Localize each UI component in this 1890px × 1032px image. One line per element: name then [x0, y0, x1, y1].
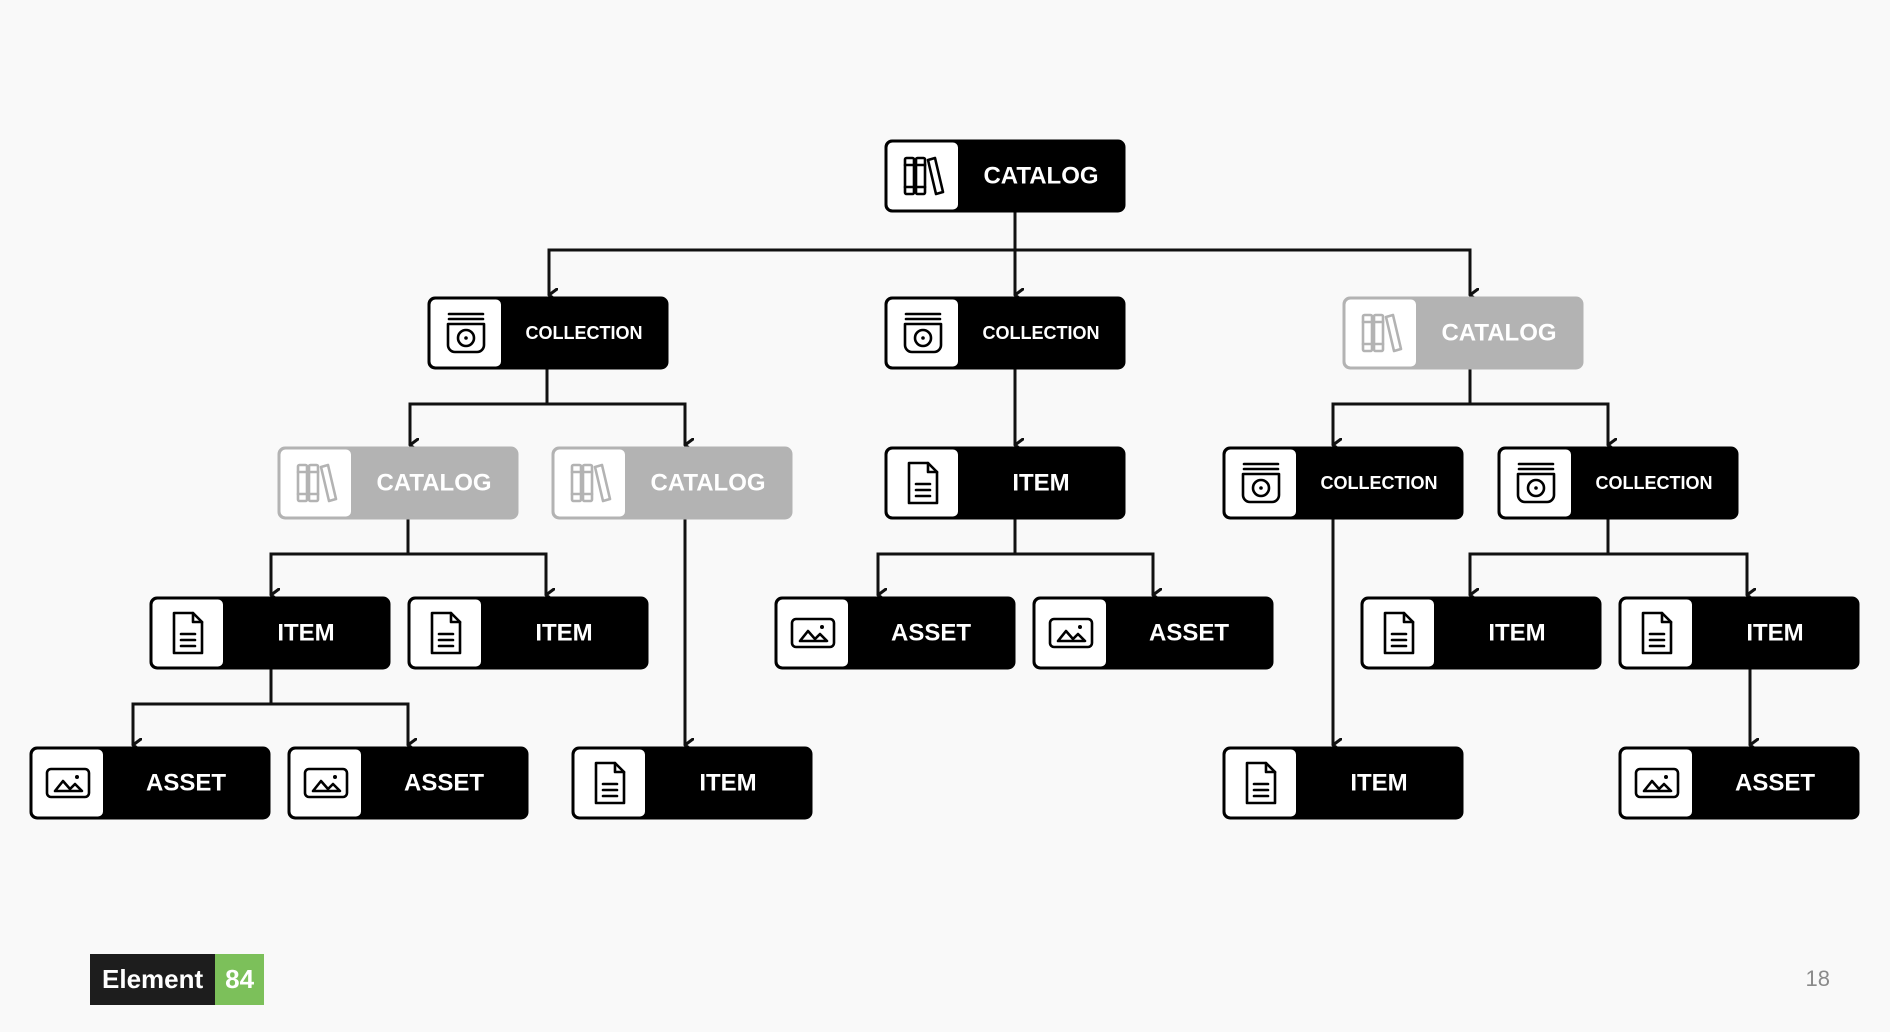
node-label: ITEM — [1746, 619, 1803, 646]
node-catalog-root: CATALOG — [884, 139, 1126, 213]
node-label: COLLECTION — [1596, 473, 1713, 493]
node-asset-asset_b2: ASSET — [1032, 596, 1274, 670]
node-asset-asset_a2: ASSET — [287, 746, 529, 820]
node-label: ASSET — [891, 619, 971, 646]
node-label: COLLECTION — [1321, 473, 1438, 493]
node-item-item_a1x: ITEM — [149, 596, 391, 670]
node-asset-asset_a1: ASSET — [29, 746, 271, 820]
image-icon — [45, 767, 91, 799]
node-label: CATALOG — [650, 469, 765, 496]
node-catalog-cat_c: CATALOG — [1342, 296, 1584, 370]
node-label: ITEM — [699, 769, 756, 796]
document-icon — [172, 611, 204, 655]
node-item-item_c2y: ITEM — [1618, 596, 1860, 670]
node-icon-box — [1345, 299, 1416, 367]
node-icon-box — [1621, 749, 1692, 817]
node-catalog-cat_a2: CATALOG — [551, 446, 793, 520]
document-icon — [1245, 761, 1277, 805]
node-item-item_a2: ITEM — [571, 746, 813, 820]
books-icon — [903, 156, 945, 196]
node-label: ITEM — [535, 619, 592, 646]
node-collection-col_b: COLLECTION — [884, 296, 1126, 370]
node-label: COLLECTION — [983, 323, 1100, 343]
node-item-item_c2x: ITEM — [1360, 596, 1602, 670]
node-label: ITEM — [1012, 469, 1069, 496]
document-icon — [430, 611, 462, 655]
node-label: ITEM — [1488, 619, 1545, 646]
books-icon — [296, 463, 338, 503]
node-collection-col_c2: COLLECTION — [1497, 446, 1739, 520]
node-label: CATALOG — [376, 469, 491, 496]
collection-stack-icon — [446, 312, 486, 354]
document-icon — [594, 761, 626, 805]
collection-stack-icon — [903, 312, 943, 354]
node-label: ITEM — [1350, 769, 1407, 796]
node-label: ASSET — [404, 769, 484, 796]
document-icon — [1641, 611, 1673, 655]
node-icon-box — [32, 749, 103, 817]
document-icon — [1383, 611, 1415, 655]
image-icon — [303, 767, 349, 799]
node-catalog-cat_a1: CATALOG — [277, 446, 519, 520]
image-icon — [1634, 767, 1680, 799]
logo-word: Element — [90, 954, 216, 1005]
node-icon-box — [554, 449, 625, 517]
element84-logo: Element 84 — [90, 954, 265, 1005]
page-number: 18 — [1805, 966, 1830, 991]
image-icon — [790, 617, 836, 649]
node-icon-box — [430, 299, 501, 367]
node-item-item_b: ITEM — [884, 446, 1126, 520]
node-icon-box — [777, 599, 848, 667]
node-item-item_c1: ITEM — [1222, 746, 1464, 820]
node-icon-box — [290, 749, 361, 817]
books-icon — [570, 463, 612, 503]
logo-number: 84 — [215, 954, 265, 1005]
node-label: ASSET — [1735, 769, 1815, 796]
node-collection-col_a: COLLECTION — [427, 296, 669, 370]
node-collection-col_c1: COLLECTION — [1222, 446, 1464, 520]
books-icon — [1361, 313, 1403, 353]
document-icon — [907, 461, 939, 505]
node-label: ITEM — [277, 619, 334, 646]
node-icon-box — [1225, 449, 1296, 517]
node-label: CATALOG — [1441, 319, 1556, 346]
node-asset-asset_c2: ASSET — [1618, 746, 1860, 820]
node-label: ASSET — [146, 769, 226, 796]
node-icon-box — [1035, 599, 1106, 667]
node-icon-box — [887, 142, 958, 210]
node-label: CATALOG — [983, 162, 1098, 189]
node-item-item_a1y: ITEM — [407, 596, 649, 670]
node-icon-box — [887, 299, 958, 367]
node-icon-box — [1500, 449, 1571, 517]
node-label: ASSET — [1149, 619, 1229, 646]
node-icon-box — [280, 449, 351, 517]
edges — [131, 211, 1751, 745]
node-asset-asset_b1: ASSET — [774, 596, 1016, 670]
collection-stack-icon — [1241, 462, 1281, 504]
node-label: COLLECTION — [526, 323, 643, 343]
nodes: CATALOG COLLECTION COLLECTION CATALOG CATALO… — [29, 139, 1860, 820]
image-icon — [1048, 617, 1094, 649]
collection-stack-icon — [1516, 462, 1556, 504]
